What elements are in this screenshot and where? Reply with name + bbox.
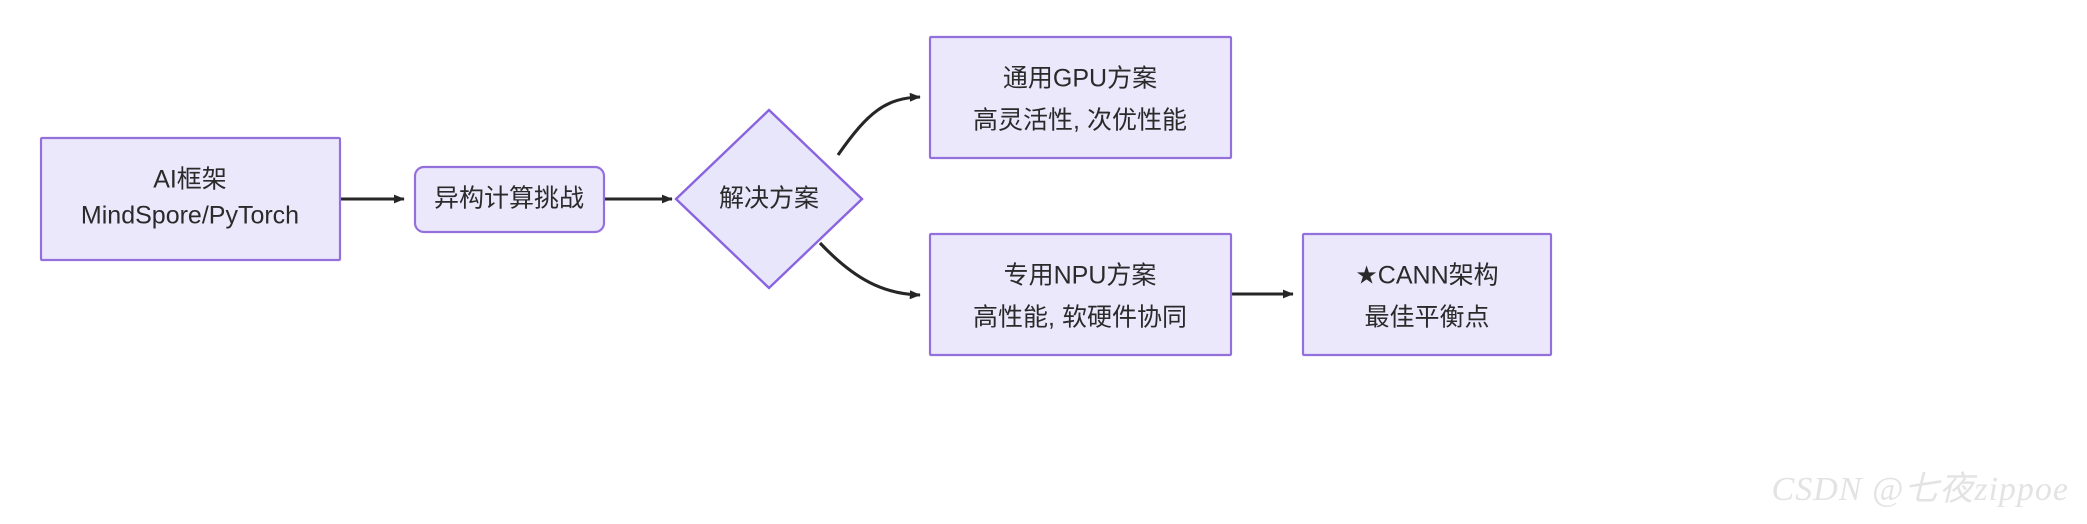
- node-framework-line2: MindSpore/PyTorch: [81, 202, 299, 230]
- edge-solution-to-gpu: [836, 92, 921, 156]
- csdn-watermark: CSDN @七夜zippoe: [1771, 471, 2069, 508]
- node-npu-line1: 专用NPU方案: [1004, 262, 1157, 290]
- node-gpu-line2: 高灵活性, 次优性能: [973, 107, 1187, 135]
- node-challenge-line1: 异构计算挑战: [434, 185, 584, 213]
- node-solution[interactable]: 解决方案: [674, 108, 864, 290]
- node-solution-shape[interactable]: [674, 108, 864, 290]
- edge-layer: [340, 92, 1294, 300]
- node-npu-line2: 高性能, 软硬件协同: [973, 304, 1187, 332]
- node-solution-line1: 解决方案: [719, 185, 819, 213]
- node-npu[interactable]: 专用NPU方案 高性能, 软硬件协同: [928, 232, 1233, 357]
- node-challenge-shape[interactable]: [413, 165, 606, 234]
- node-cann[interactable]: ★CANN架构 最佳平衡点: [1301, 232, 1553, 357]
- node-framework-shape[interactable]: [39, 136, 342, 262]
- node-framework[interactable]: AI框架 MindSpore/PyTorch: [39, 136, 342, 262]
- node-cann-line2: 最佳平衡点: [1364, 304, 1489, 332]
- edge-solution-to-npu: [818, 241, 921, 300]
- node-gpu[interactable]: 通用GPU方案 高灵活性, 次优性能: [928, 35, 1233, 160]
- node-gpu-shape[interactable]: [928, 35, 1233, 160]
- node-npu-shape[interactable]: [928, 232, 1233, 357]
- node-framework-line1: AI框架: [153, 166, 227, 194]
- node-cann-shape[interactable]: [1301, 232, 1553, 357]
- node-gpu-line1: 通用GPU方案: [1003, 65, 1157, 93]
- node-challenge[interactable]: 异构计算挑战: [413, 165, 606, 234]
- node-cann-line1: ★CANN架构: [1355, 262, 1498, 290]
